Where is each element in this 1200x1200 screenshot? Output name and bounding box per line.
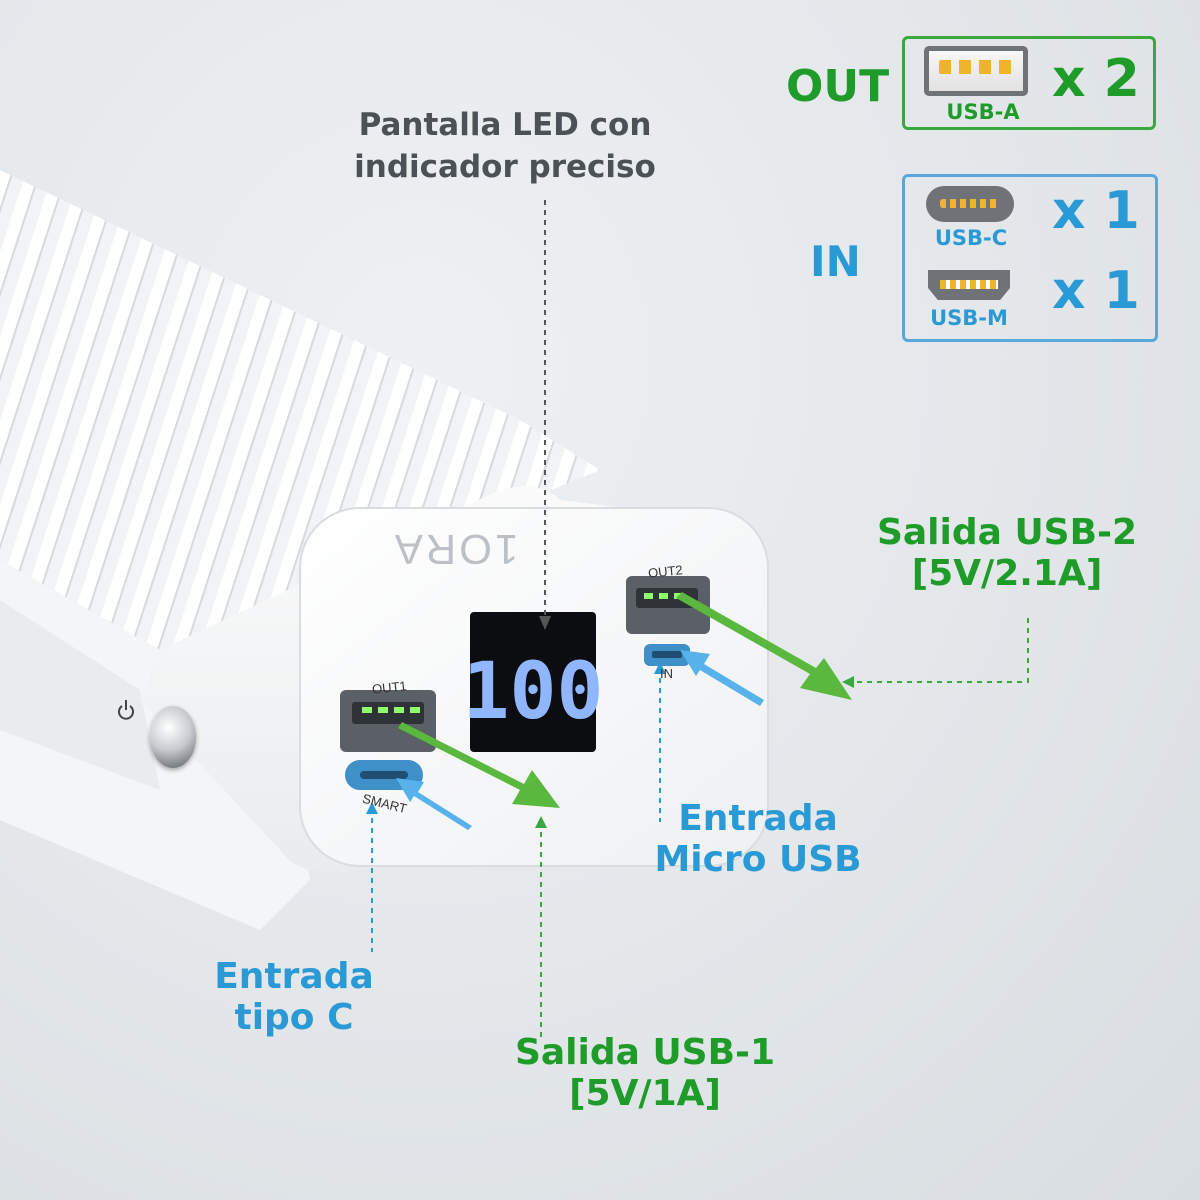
out-port-count: x 2 — [1052, 49, 1140, 109]
in-legend-box — [902, 174, 1158, 342]
usb1-callout-line2: [5V/1A] — [569, 1073, 721, 1115]
display-callout-line2: indicador preciso — [354, 148, 656, 185]
type-c-callout: Entrada tipo C — [208, 956, 380, 1039]
display-callout: Pantalla LED con indicador preciso — [340, 107, 670, 185]
micro-usb-port-icon — [928, 270, 1010, 300]
out-legend-box — [902, 36, 1156, 130]
usb-m-name: USB-M — [930, 306, 1008, 330]
in-port-label: IN — [660, 666, 673, 681]
usb1-callout: Salida USB-1 [5V/1A] — [500, 1032, 790, 1115]
micro-usb-callout: Entrada Micro USB — [636, 798, 880, 881]
type-c-callout-line1: Entrada — [214, 956, 374, 997]
out2-arrow — [676, 592, 852, 700]
usb2-callout-line1: Salida USB-2 — [876, 512, 1138, 553]
power-button — [150, 706, 196, 768]
usb1-callout-line1: Salida USB-1 — [514, 1032, 776, 1073]
type-c-arrow — [396, 778, 472, 830]
display-callout-line1: Pantalla LED con — [358, 107, 652, 143]
micro-usb-arrow — [680, 650, 764, 706]
brand-logo: 1ORA — [392, 526, 518, 573]
in-label: IN — [810, 237, 861, 286]
out-label: OUT — [786, 61, 890, 112]
usb2-callout: Salida USB-2 [5V/2.1A] — [866, 512, 1148, 595]
output-arrows — [398, 592, 852, 808]
micro-usb-callout-line2: Micro USB — [654, 839, 862, 881]
usb-c-port-icon — [926, 186, 1014, 222]
usb-m-count: x 1 — [1052, 261, 1140, 321]
type-c-callout-line2: tipo C — [234, 997, 354, 1039]
usb-a-port-icon — [924, 46, 1028, 96]
usb2-callout-line2: [5V/2.1A] — [911, 553, 1103, 595]
usb2-leader — [852, 618, 1029, 683]
input-arrows — [396, 650, 764, 830]
usb-c-count: x 1 — [1052, 181, 1140, 241]
led-display-value: 100 — [463, 647, 604, 737]
led-display — [470, 612, 596, 752]
power-icon — [118, 700, 134, 720]
out1-arrow — [398, 722, 560, 808]
usb-c-name: USB-C — [934, 226, 1008, 250]
out-port-name: USB-A — [946, 100, 1020, 124]
micro-usb-callout-line1: Entrada — [678, 798, 838, 839]
